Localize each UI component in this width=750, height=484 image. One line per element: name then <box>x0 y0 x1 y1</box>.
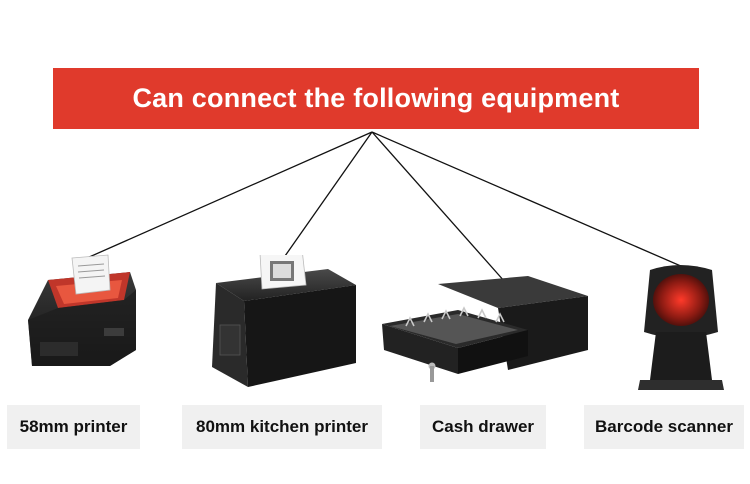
connector-line-cash-drawer <box>371 131 506 283</box>
connector-line-barcode-scanner <box>371 131 691 271</box>
device-label-58mm-printer: 58mm printer <box>7 405 140 449</box>
banner-title: Can connect the following equipment <box>132 83 620 113</box>
cash-drawer-icon <box>382 276 588 382</box>
device-label-barcode-scanner: Barcode scanner <box>584 405 744 449</box>
barcode-scanner-icon <box>638 265 724 390</box>
device-label-text: Barcode scanner <box>595 417 733 436</box>
device-label-text: Cash drawer <box>431 417 535 436</box>
device-label-kitchen-printer: 80mm kitchen printer <box>182 405 382 449</box>
connector-line-58mm-printer <box>86 131 373 259</box>
connector-line-kitchen-printer <box>284 131 373 257</box>
header-banner: Can connect the following equipment <box>53 68 699 129</box>
device-label-text: 80mm kitchen printer <box>196 417 368 436</box>
thermal-printer-58mm-icon <box>28 254 136 366</box>
device-label-cash-drawer: Cash drawer <box>420 405 546 449</box>
kitchen-printer-80mm-icon <box>212 255 356 387</box>
device-label-text: 58mm printer <box>19 417 128 436</box>
